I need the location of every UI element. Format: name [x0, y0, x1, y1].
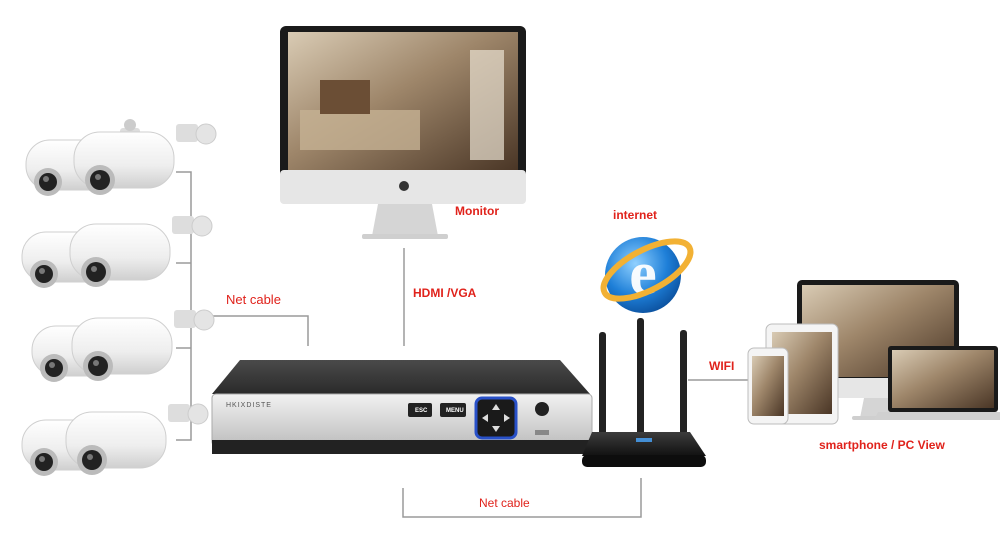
- net-cable-left-label: Net cable: [226, 292, 281, 307]
- nvr-menu-label: MENU: [446, 408, 464, 414]
- hdmi-vga-label: HDMI /VGA: [413, 286, 476, 300]
- net-cable-bottom-label: Net cable: [479, 496, 530, 510]
- remote-view-label: smartphone / PC View: [819, 438, 945, 452]
- internet-label: internet: [613, 208, 657, 222]
- internet-explorer-icon: e: [595, 230, 699, 313]
- apple-logo-icon: [399, 181, 409, 191]
- monitor-label: Monitor: [455, 204, 499, 218]
- laptop-icon: [874, 346, 1000, 420]
- wifi-router-icon: [582, 318, 706, 467]
- nvr-brand-label: HKIXDISTE: [226, 402, 272, 409]
- ip-camera-icon: [72, 310, 214, 381]
- ip-camera-icon: [74, 124, 216, 195]
- wifi-label: WIFI: [709, 359, 734, 373]
- camera-bus-line: [176, 172, 191, 440]
- remote-view-devices: [748, 280, 1000, 424]
- smartphone-icon: [748, 348, 788, 424]
- nvr-esc-label: ESC: [415, 408, 427, 414]
